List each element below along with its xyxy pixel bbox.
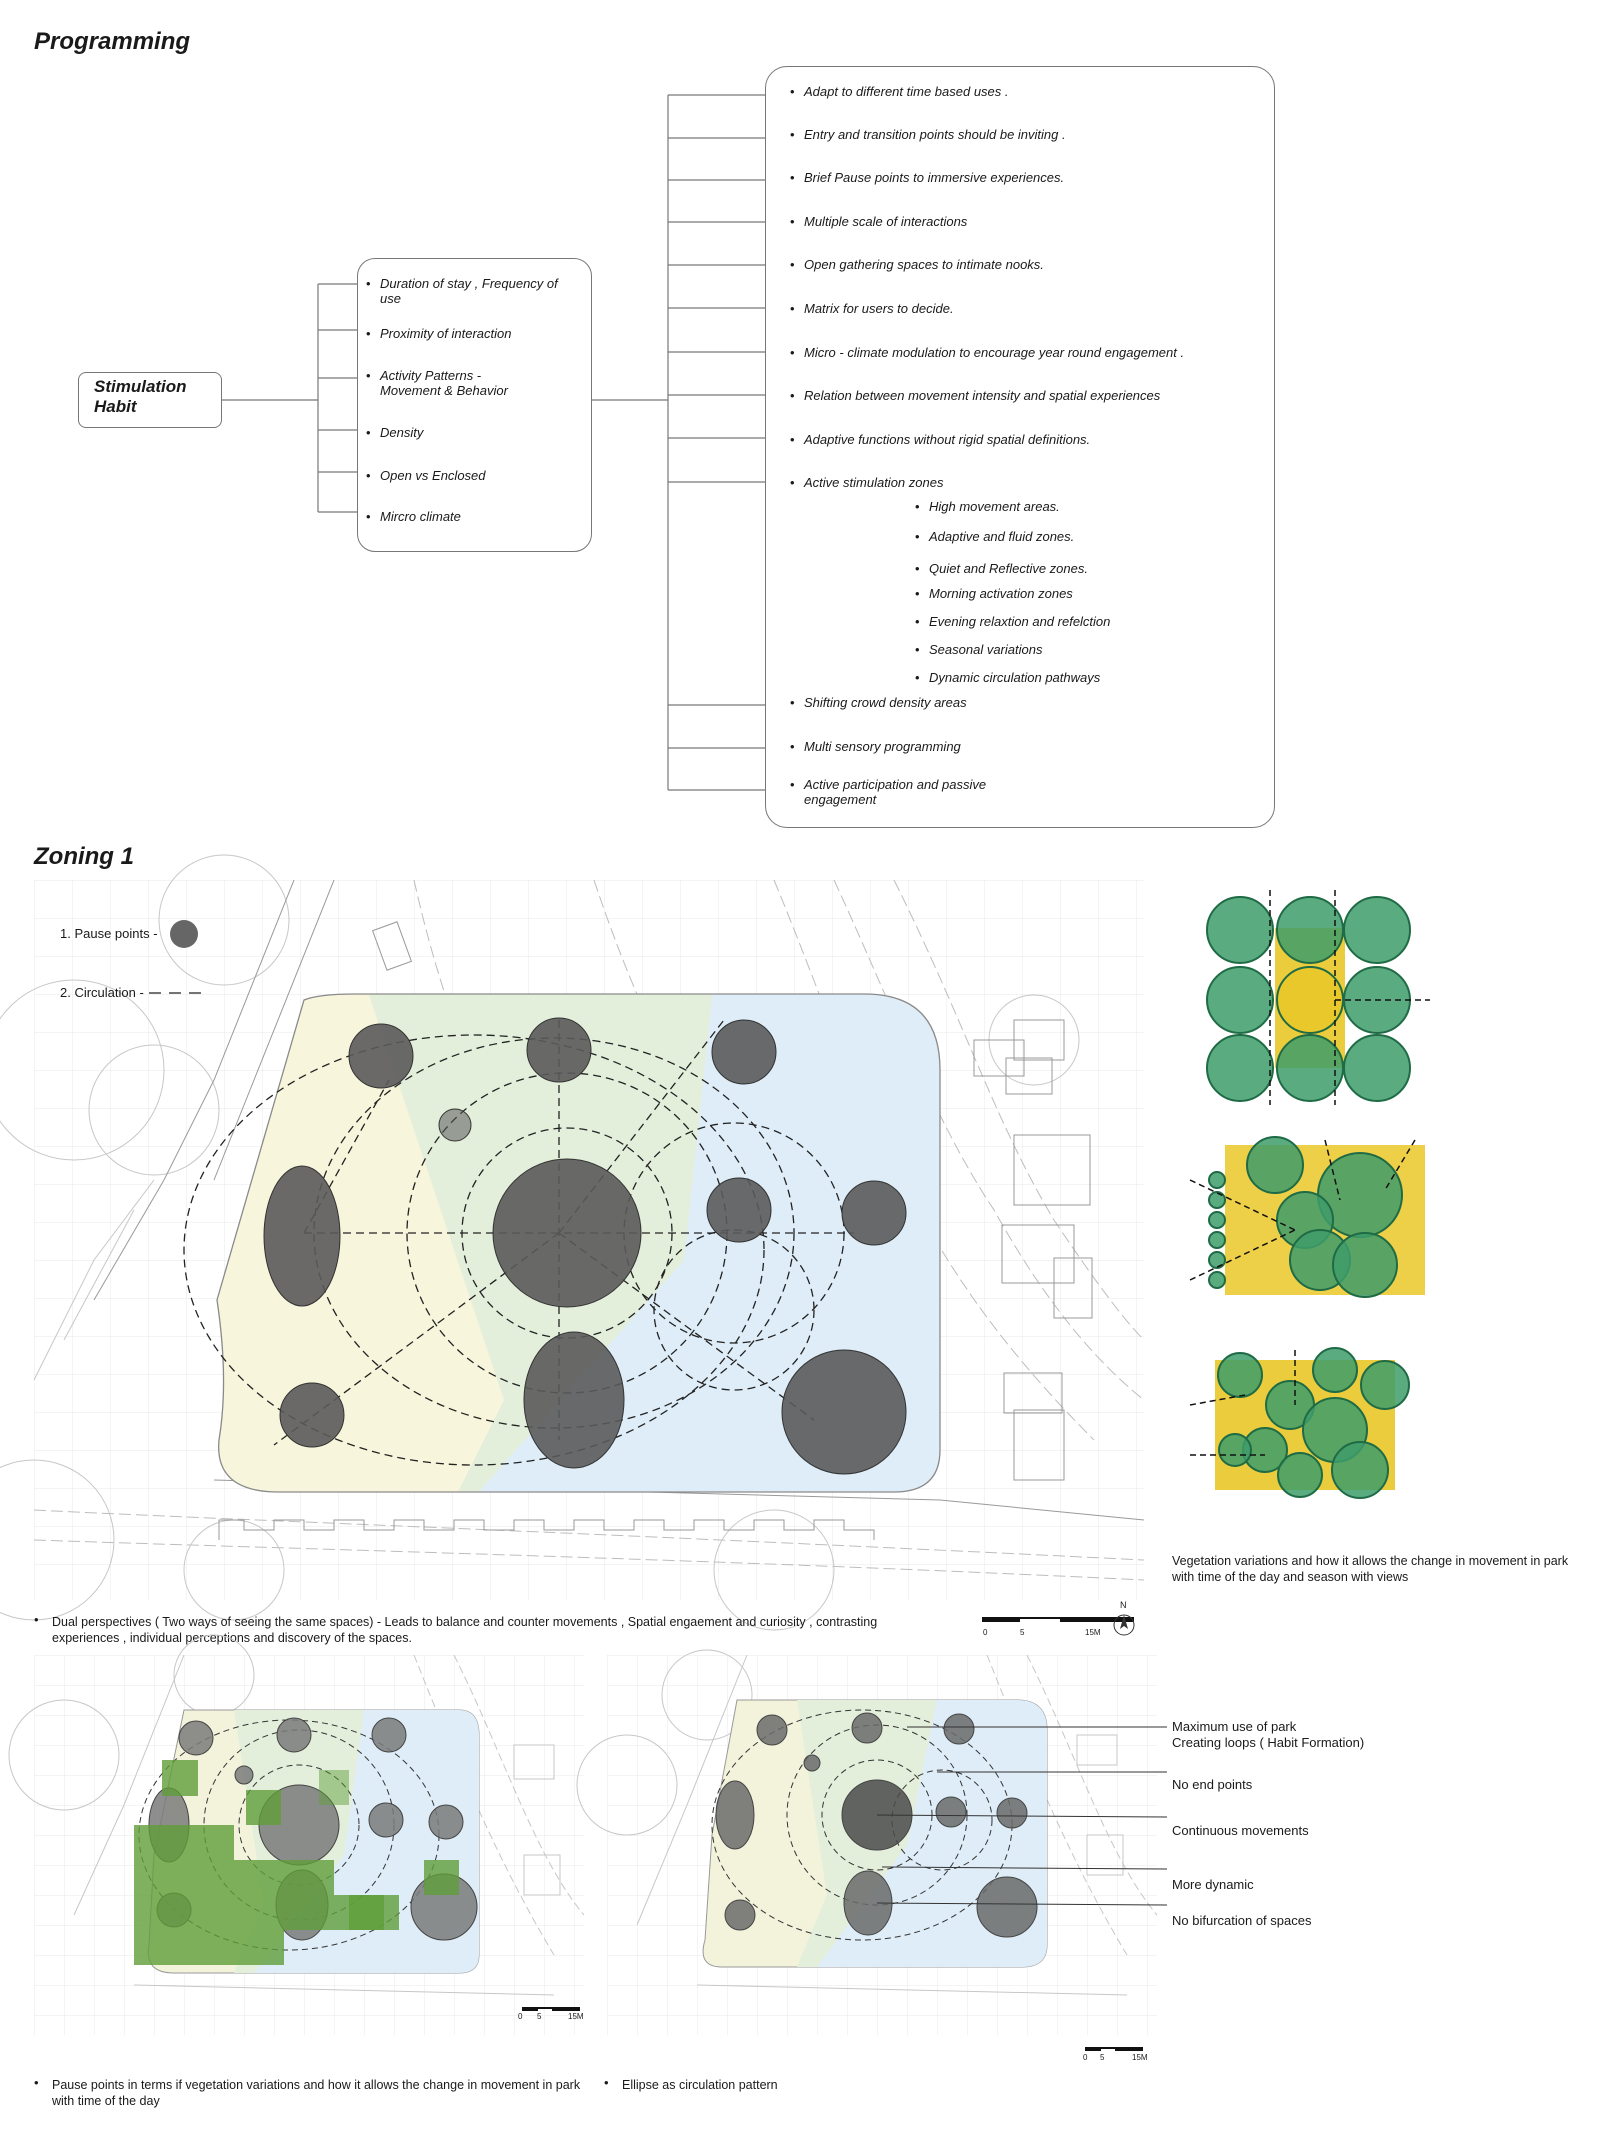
zone-item: Evening relaxtion and refelction: [915, 614, 1110, 629]
bullet: •: [34, 1612, 39, 1627]
middle-item: Mircro climate: [366, 509, 461, 524]
scale-bar-main: [982, 1614, 1135, 1636]
right-item: Open gathering spaces to intimate nooks.: [790, 257, 1044, 272]
right-item: Matrix for users to decide.: [790, 301, 954, 316]
legend-pause-label: 1. Pause points -: [60, 926, 158, 941]
right-item: Active participation and passive engagem…: [790, 777, 986, 807]
zone-item: Morning activation zones: [915, 586, 1073, 601]
root-node-label: Stimulation Habit: [94, 377, 187, 416]
zone-item: Seasonal variations: [915, 642, 1043, 657]
scale-tick-0-left: 0: [518, 2012, 523, 2021]
zone-item: High movement areas.: [915, 499, 1060, 514]
zoning-main-plan: [0, 854, 1145, 1631]
middle-node: [357, 258, 592, 552]
zoning-title: Zoning 1: [34, 843, 134, 870]
zone-item: Adaptive and fluid zones.: [915, 529, 1074, 544]
legend-circulation-label: 2. Circulation -: [60, 985, 144, 1000]
vegetation-note: Vegetation variations and how it allows …: [1172, 1554, 1569, 1584]
annotation-dynamic: More dynamic: [1172, 1877, 1254, 1892]
middle-item: Proximity of interaction: [366, 326, 511, 341]
ellipse-note: Ellipse as circulation pattern: [622, 2078, 778, 2092]
zoning-ellipse-plan: [576, 1649, 1168, 2051]
right-item: Adapt to different time based uses .: [790, 84, 1008, 99]
bullet: •: [604, 2075, 609, 2090]
middle-item: Open vs Enclosed: [366, 468, 485, 483]
scale-tick-15-right: 15M: [1132, 2053, 1148, 2062]
scale-tick-0-right: 0: [1083, 2053, 1088, 2062]
right-item: Brief Pause points to immersive experien…: [790, 170, 1064, 185]
scale-tick-0: 0: [983, 1628, 988, 1637]
dual-perspective-note: Dual perspectives ( Two ways of seeing t…: [52, 1615, 878, 1645]
annotation-no-end-points: No end points: [1172, 1777, 1253, 1792]
right-item: Entry and transition points should be in…: [790, 127, 1066, 142]
middle-item: Density: [366, 425, 423, 440]
scale-tick-5-left: 5: [537, 2012, 542, 2021]
programming-title: Programming: [34, 28, 191, 55]
zone-item: Dynamic circulation pathways: [915, 670, 1100, 685]
right-item: Adaptive functions without rigid spatial…: [790, 432, 1090, 447]
pause-points-note: Pause points in terms if vegetation vari…: [52, 2078, 581, 2108]
scale-tick-5-right: 5: [1100, 2053, 1105, 2062]
right-item: Shifting crowd density areas: [790, 695, 967, 710]
zoning-vegetation-plan: [8, 1634, 585, 2035]
legend: [149, 920, 204, 994]
annotation-no-bifurcation: No bifurcation of spaces: [1172, 1913, 1312, 1928]
annotation-continuous: Continuous movements: [1172, 1823, 1309, 1838]
right-item: Relation between movement intensity and …: [790, 388, 1160, 403]
annotation-max-use: Maximum use of park Creating loops ( Hab…: [1172, 1719, 1365, 1750]
bullet: •: [34, 2075, 39, 2090]
middle-item: Activity Patterns - Movement & Behavior: [366, 368, 508, 398]
root-node: [78, 372, 222, 428]
scale-tick-15: 15M: [1085, 1628, 1101, 1637]
zone-item: Quiet and Reflective zones.: [915, 561, 1088, 576]
scale-tick-15-left: 15M: [568, 2012, 584, 2021]
middle-item: Duration of stay , Frequency of use: [366, 276, 575, 306]
right-item: Active stimulation zones: [790, 475, 943, 490]
north-arrow-label: N: [1120, 1600, 1127, 1610]
right-item: Multi sensory programming: [790, 739, 961, 754]
vegetation-sketches: [1189, 890, 1430, 1499]
scale-tick-5: 5: [1020, 1628, 1025, 1637]
programming-connectors: [220, 94, 905, 791]
right-item: Micro - climate modulation to encourage …: [790, 345, 1184, 360]
right-item: Multiple scale of interactions: [790, 214, 967, 229]
